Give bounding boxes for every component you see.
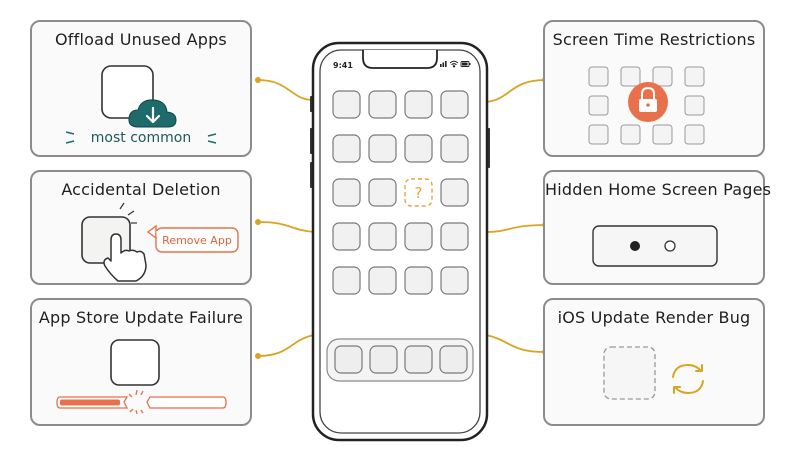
- broken-progress-bar: [56, 389, 227, 415]
- lock-icon: [628, 82, 668, 122]
- card-offload-unused-apps: Offload Unused Apps most common: [30, 20, 252, 157]
- break-burst: [128, 389, 144, 415]
- card-title: Screen Time Restrictions: [552, 30, 756, 49]
- connector-accidental: [257, 221, 315, 233]
- battery-icon: [460, 61, 471, 67]
- tap-hand-icon: [103, 233, 147, 282]
- remove-app-label: Remove App: [162, 234, 232, 247]
- connector-offload: [257, 79, 315, 101]
- phone-notch: [362, 50, 438, 69]
- app-outline: [110, 339, 160, 386]
- missing-app-slot: ?: [404, 178, 433, 207]
- iphone: 9:41: [310, 41, 490, 442]
- app-store-illustration: [56, 339, 227, 415]
- card-title: Accidental Deletion: [61, 180, 221, 199]
- connector-screen-time: [485, 79, 546, 103]
- page-indicator-bar: [592, 225, 718, 267]
- status-time: 9:41: [333, 61, 353, 70]
- card-hidden-home-screen-pages: Hidden Home Screen Pages: [543, 170, 772, 285]
- card-title: App Store Update Failure: [38, 308, 244, 327]
- ios-bug-illustration: [603, 346, 704, 400]
- cloud-download-icon: [128, 99, 177, 128]
- accidental-illustration: Remove App: [81, 202, 239, 282]
- ghost-app-outline: [603, 346, 656, 400]
- mini-app-grid: [588, 66, 705, 145]
- connector-lines: [257, 79, 546, 357]
- badge-decoration: [65, 131, 217, 144]
- card-accidental-deletion: Accidental Deletion Remove App: [30, 170, 252, 285]
- refresh-icon: [672, 364, 704, 394]
- wifi-icon: [449, 60, 459, 68]
- question-icon: ?: [415, 184, 423, 202]
- phone-dock: [326, 338, 474, 382]
- most-common-badge: most common: [91, 130, 191, 146]
- card-screen-time-restrictions: Screen Time Restrictions: [543, 20, 765, 157]
- signal-icon: [440, 61, 447, 67]
- tap-burst: [119, 202, 137, 224]
- remove-app-popup: Remove App: [146, 224, 239, 253]
- offload-illustration: most common: [65, 65, 217, 146]
- progress-fill: [60, 399, 120, 406]
- card-ios-update-render-bug: iOS Update Render Bug: [543, 298, 765, 426]
- connector-hidden-pages: [485, 224, 546, 233]
- card-app-store-update-failure: App Store Update Failure: [30, 298, 252, 426]
- card-title: iOS Update Render Bug: [557, 308, 751, 327]
- hidden-pages-illustration: [592, 225, 718, 267]
- card-title: Offload Unused Apps: [55, 30, 227, 49]
- app-grid: [332, 90, 469, 295]
- card-title: Hidden Home Screen Pages: [545, 180, 772, 199]
- connector-ios-bug: [485, 334, 546, 353]
- connector-app-store: [257, 334, 315, 357]
- page-dot-active: [630, 241, 640, 251]
- screen-time-illustration: [588, 66, 705, 145]
- page-dot-inactive: [664, 240, 676, 252]
